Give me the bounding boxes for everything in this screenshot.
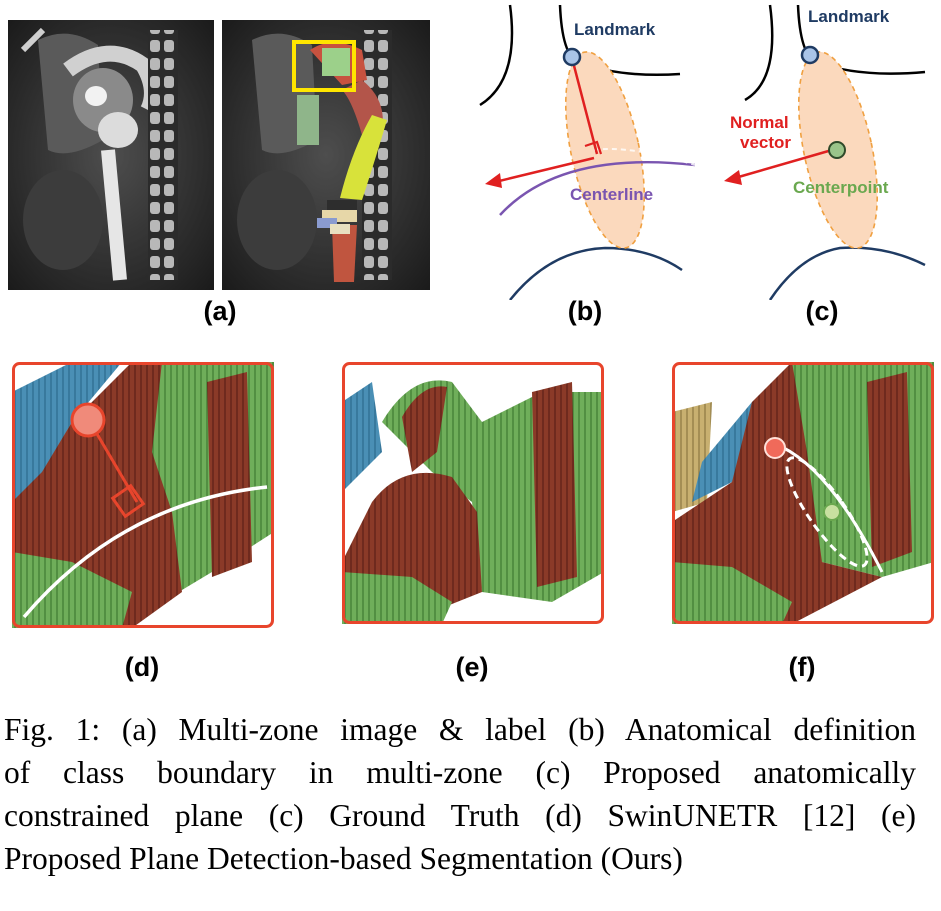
ct-images-panel-a [8, 20, 430, 290]
landmark-label-b: Landmark [574, 20, 656, 39]
landmark-point [562, 47, 582, 67]
panel-label-c: (c) [805, 296, 839, 326]
panel-label-d: (d) [124, 652, 160, 682]
normal-vector-line [734, 148, 833, 180]
render-panel-e [342, 362, 604, 624]
panel-label-a: (a) [203, 296, 237, 326]
vessel-wall-bottom [768, 246, 926, 300]
panel-label-e: (e) [455, 652, 489, 682]
normal-label-line2: vector [740, 133, 791, 152]
arrow-head-icon [485, 173, 502, 188]
vessel-wall-bottom [509, 246, 683, 300]
vessel-wall-top-left [479, 4, 514, 107]
centerpoint-label: Centerpoint [793, 178, 889, 197]
render-panel-d [12, 362, 274, 628]
ct-slice-right-labeled [222, 20, 430, 290]
centerline-label: Centerline [570, 185, 653, 204]
centerpoint-dot [828, 141, 846, 159]
right-angle-marker [584, 140, 603, 155]
ct-slice-left [8, 20, 214, 290]
caption-line-2: of class boundary in multi-zone (c) Prop… [4, 755, 916, 790]
caption-line-3: constrained plane (c) Ground Truth (d) S… [4, 798, 916, 833]
centerline-curve [499, 160, 695, 216]
panel-label-f: (f) [788, 652, 816, 682]
arrow-head-icon [724, 170, 742, 185]
normal-arrow-line [494, 156, 595, 184]
landmark-marker [70, 402, 106, 438]
diagram-panel-c: Landmark Normal vector Centerpoint [724, 4, 926, 300]
caption-line-4: Proposed Plane Detection-based Segmentat… [4, 841, 683, 876]
normal-label-line1: Normal [730, 113, 789, 132]
figure-caption: Fig. 1: (a) Multi-zone image & label (b)… [4, 708, 916, 880]
render-panel-f [672, 362, 934, 624]
diagram-panel-b: Landmark Centerline [479, 4, 695, 300]
vessel-wall-top-left [744, 4, 774, 102]
caption-line-1: Fig. 1: (a) Multi-zone image & label (b)… [4, 712, 916, 747]
perpendicular-line [570, 57, 599, 155]
landmark-label-c: Landmark [808, 7, 890, 26]
panel-label-b: (b) [567, 296, 603, 326]
landmark-point [800, 45, 820, 65]
